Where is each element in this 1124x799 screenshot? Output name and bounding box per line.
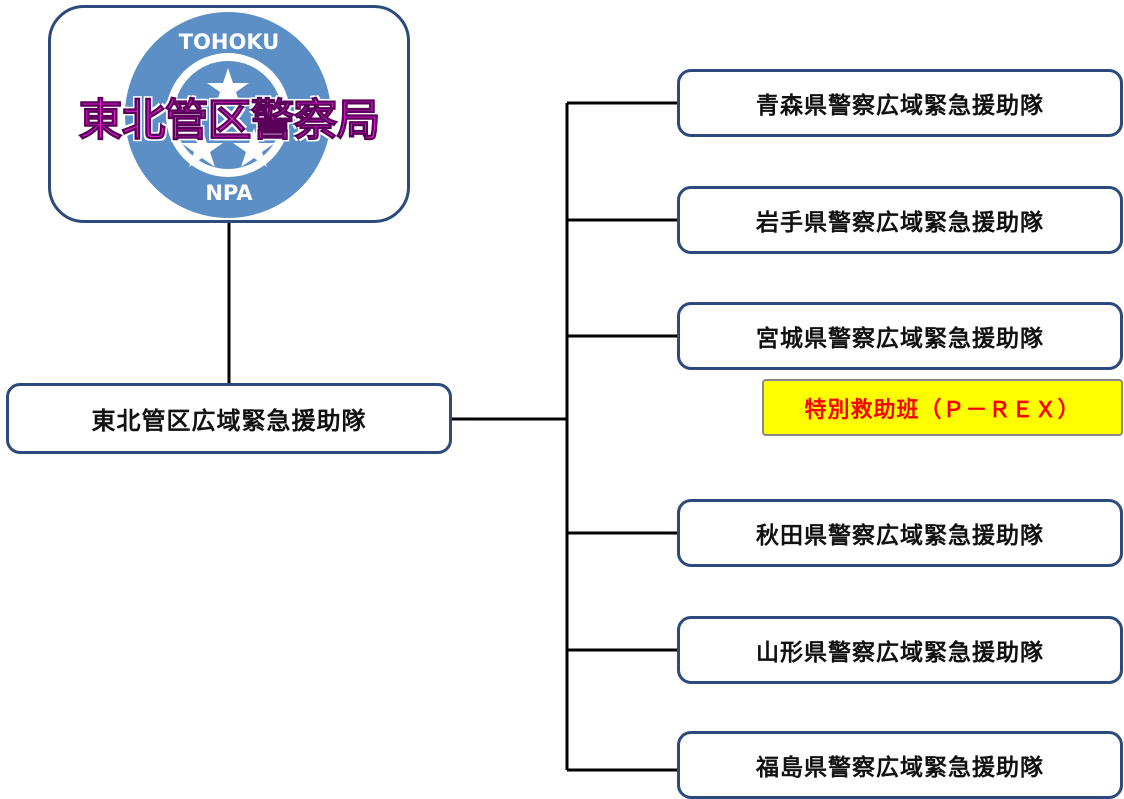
special-rescue-team-badge: 特別救助班（Ｐ－ＲＥＸ） bbox=[762, 379, 1123, 436]
unit-node-yamagata: 山形県警察広域緊急援助隊 bbox=[677, 616, 1123, 684]
unit-node-iwate: 岩手県警察広域緊急援助隊 bbox=[677, 186, 1123, 254]
logo-tohoku-text: TOHOKU bbox=[178, 30, 280, 54]
npa-emblem-icon bbox=[125, 12, 331, 218]
unit-node-akita: 秋田県警察広域緊急援助隊 bbox=[677, 499, 1123, 567]
unit-node-aomori: 青森県警察広域緊急援助隊 bbox=[677, 69, 1123, 137]
unit-node-fukushima: 福島県警察広域緊急援助隊 bbox=[677, 731, 1123, 799]
logo-agency-name: 東北管区警察局 bbox=[78, 95, 381, 147]
logo-box: TOHOKU 東北管区警察局 NPA bbox=[48, 5, 410, 223]
unit-node-miyagi: 宮城県警察広域緊急援助隊 bbox=[677, 302, 1123, 370]
root-node: 東北管区広域緊急援助隊 bbox=[6, 383, 452, 454]
logo-npa-text: NPA bbox=[205, 181, 253, 205]
